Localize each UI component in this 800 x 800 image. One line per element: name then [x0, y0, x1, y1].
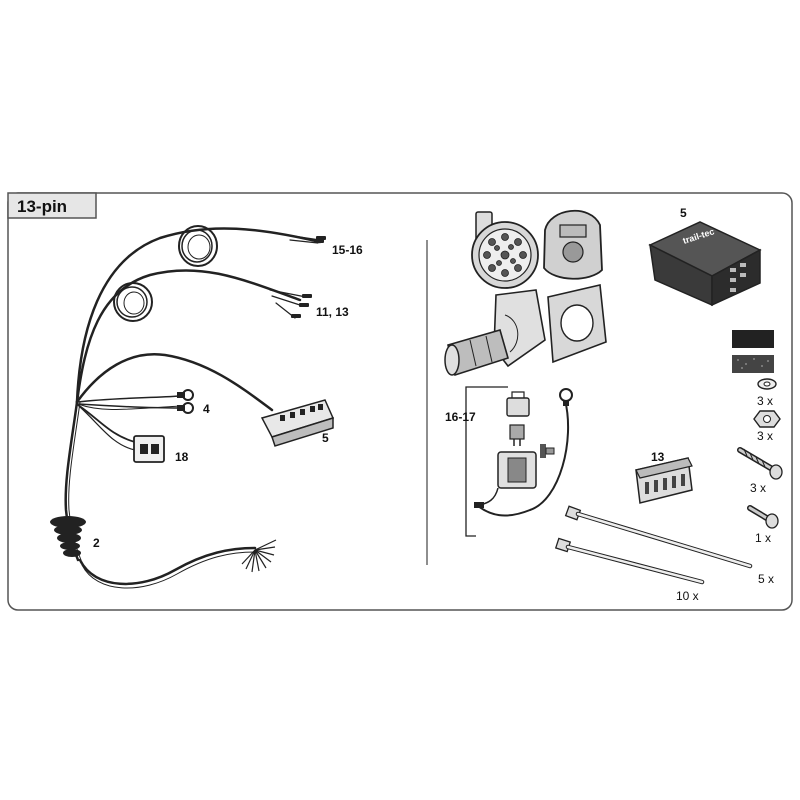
- mounting-gasket-right: [547, 284, 607, 364]
- ring-terminals-4: [177, 389, 194, 414]
- label-4: 4: [203, 402, 210, 416]
- wiring-harness: [64, 225, 322, 589]
- rubber-grommet-2: [50, 516, 86, 557]
- mounting-gasket-left: [444, 289, 546, 377]
- frame-border: [7, 192, 793, 611]
- qty-washer: 3 x: [757, 394, 773, 408]
- cable-tie-long: [564, 505, 753, 569]
- title-tab: [7, 192, 97, 219]
- cable-tie-short: [554, 537, 705, 585]
- qty-long-screw: 3 x: [750, 481, 766, 495]
- label-15-16: 15-16: [332, 243, 363, 257]
- label-18: 18: [175, 450, 189, 464]
- short-screw-icon: [747, 505, 779, 529]
- bracket-16-17: [465, 386, 508, 537]
- loose-wire-ends: [241, 539, 277, 573]
- washer-icon: [757, 378, 777, 390]
- long-screw-icon: [737, 447, 783, 480]
- socket-front: [471, 211, 539, 289]
- harness-connector-18: [133, 435, 165, 463]
- label-16-17: 16-17: [445, 410, 476, 424]
- terminal-block-13: [635, 457, 693, 504]
- harness-connector-5: [260, 399, 335, 447]
- diagram-title: 13-pin: [17, 197, 67, 216]
- fuse-holder-assembly: [474, 388, 573, 517]
- qty-short-screw: 1 x: [755, 531, 771, 545]
- velcro-pads: [732, 330, 774, 373]
- bullet-terminals-11-13: [291, 294, 312, 318]
- qty-cable-tie-long: 5 x: [758, 572, 774, 586]
- bullet-terminals-15-16: [314, 236, 326, 243]
- qty-cable-tie-short: 10 x: [676, 589, 699, 603]
- socket-cap: [543, 210, 603, 280]
- label-5-module: 5: [680, 206, 687, 220]
- label-5-left: 5: [322, 431, 329, 445]
- nut-icon: [753, 410, 781, 428]
- label-2: 2: [93, 536, 100, 550]
- trail-tec-module: trail-tec: [648, 221, 762, 307]
- label-13: 13: [651, 450, 665, 464]
- qty-nut: 3 x: [757, 429, 773, 443]
- label-11-13: 11, 13: [316, 305, 349, 319]
